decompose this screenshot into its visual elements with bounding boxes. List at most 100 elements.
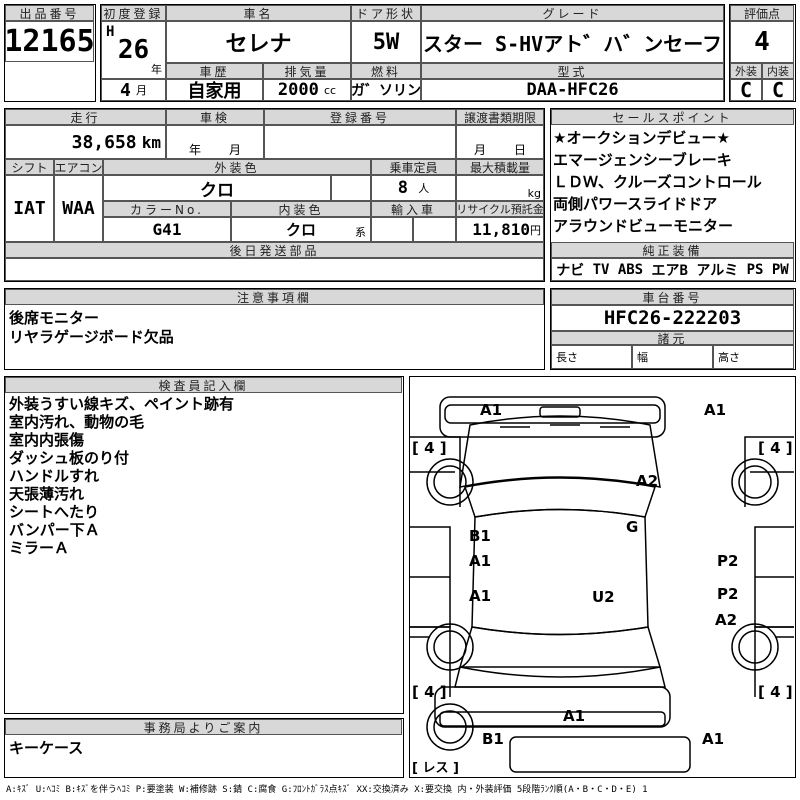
car-name-label: 車名 (166, 5, 351, 21)
legend-text: A:ｷｽﾞ U:ﾍｺﾐ B:ｷｽﾞを伴うﾍｺﾐ P:要塗装 W:補修跡 S:錆 … (6, 785, 648, 795)
chassis-label: 車台番号 (551, 289, 794, 305)
inspector-note: 室内汚れ、動物の毛 (9, 413, 145, 431)
sales-points-label: セールスポイント (551, 109, 794, 125)
int-color-value: クロ (285, 221, 316, 239)
capacity-value: 8 (397, 178, 409, 198)
tire-mark: [ 4 ] (412, 683, 447, 701)
import-cell-2 (413, 217, 456, 242)
import-label: 輸入車 (371, 201, 456, 217)
note-item: 後席モニター (9, 309, 100, 327)
damage-mark: P2 (717, 585, 739, 603)
displacement-value: 2000 (277, 80, 319, 100)
grade-value: Hスター S-HVアト゛ハ゛ンセーフP (421, 21, 724, 63)
sales-point: アラウンドビューモニター (553, 217, 734, 235)
damage-mark: B1 (469, 527, 491, 545)
month: 4 (120, 79, 131, 101)
office-box: 事務局よりご案内 キーケース (4, 718, 404, 778)
car-outline (410, 396, 794, 773)
sales-point: 両側パワースライドドア (553, 195, 718, 213)
lot-box: 出品番号 12165 (4, 4, 96, 102)
displacement-unit: cc (323, 83, 337, 97)
damage-mark: A1 (469, 587, 492, 605)
score-value: 4 (730, 21, 794, 63)
int-color-label: 内装色 (231, 201, 371, 217)
ext-color-extra (331, 175, 371, 201)
vehicle-box: 初度登録 H 26 年 4 月 車名 セレナ ドア形状 5W グレード Hスター… (100, 4, 725, 102)
reg-no-value (264, 125, 456, 159)
equipment-item: PW (771, 261, 789, 278)
recycle-unit: 円 (530, 223, 541, 237)
inspector-note: ハンドルすれ (9, 467, 100, 485)
notes-label: 注意事項欄 (5, 289, 544, 305)
spec-length: 長さ (551, 345, 632, 369)
inspector-note: シートへたり (9, 503, 100, 521)
transfer-month-unit: 月 (473, 143, 486, 157)
damage-mark: B1 (482, 730, 504, 748)
damage-mark: A1 (480, 401, 503, 419)
damage-mark: A1 (702, 730, 725, 748)
details-box: 走行 38,658 km 車検 年月 登録番号 譲渡書類期限 月日 シフト IA… (4, 108, 545, 282)
tire-mark: [ 4 ] (758, 683, 793, 701)
grade-label: グレード (421, 5, 724, 21)
door-label: ドア形状 (351, 5, 421, 21)
door-value: 5W (351, 21, 421, 63)
month-unit: 月 (135, 84, 147, 97)
ac-value: WAA (54, 175, 103, 242)
equipment-item: エアB (651, 262, 688, 279)
max-load-label: 最大積載量 (456, 159, 544, 175)
later-parts-label: 後日発送部品 (5, 242, 544, 258)
capacity: 8 人 (371, 175, 456, 201)
lot-number: 12165 (5, 21, 94, 62)
first-reg-year: H 26 年 (101, 21, 166, 79)
mileage-value: 38,658 (71, 131, 137, 153)
displacement: 2000 cc (263, 79, 351, 101)
sales-point: ★オークションデビュー★ (553, 129, 730, 147)
notes-box: 注意事項欄 後席モニター リヤラゲージボード欠品 (4, 288, 545, 370)
spare-tire-mark: [ レス ] (412, 761, 459, 776)
damage-mark: G (626, 518, 639, 536)
recycle-label: リサイクル預託金 (456, 201, 544, 217)
reg-no-label: 登録番号 (264, 109, 456, 125)
int-score-label: 内装 (762, 63, 794, 79)
damage-mark: A1 (563, 707, 586, 725)
transfer-day-unit: 日 (514, 143, 527, 157)
chassis-box: 車台番号 HFC26-222203 諸元 長さ 幅 高さ (550, 288, 796, 370)
model-label: 型式 (421, 63, 724, 79)
equipment-item: アルミ (696, 262, 739, 279)
equipment-item: PS (746, 261, 764, 278)
history-label: 車歴 (166, 63, 263, 79)
score-box: 評価点 4 外装 内装 C C (729, 4, 796, 102)
spec-height: 高さ (713, 345, 794, 369)
spec-width: 幅 (632, 345, 713, 369)
first-reg-month: 4 月 (101, 79, 166, 101)
specs-label: 諸元 (551, 331, 794, 345)
inspector-note: ダッシュ板のり付 (9, 449, 130, 467)
inspector-note: ミラーＡ (9, 539, 70, 557)
shift-label: シフト (5, 159, 54, 175)
tire-mark: [ 4 ] (412, 439, 447, 457)
damage-mark: A2 (636, 472, 659, 490)
equipment-item: ナビ (556, 262, 585, 279)
inspection-label: 車検 (166, 109, 264, 125)
inspection-month-unit: 月 (229, 143, 242, 157)
sales-box: セールスポイント ★オークションデビュー★ エマージェンシーブレーキ ＬＤＷ、ク… (550, 108, 796, 282)
score-label: 評価点 (730, 5, 794, 21)
inspector-list: 外装うすい線キズ、ペイント跡有 室内汚れ、動物の毛 室内内張傷 ダッシュ板のり付… (9, 395, 234, 557)
inspection-value: 年月 (166, 125, 264, 159)
ext-color-label: 外装色 (103, 159, 371, 175)
inspector-note: バンパー下Ａ (9, 521, 100, 539)
lot-label: 出品番号 (5, 5, 94, 21)
capacity-unit: 人 (418, 182, 430, 195)
color-no-value: G41 (103, 217, 231, 242)
capacity-label: 乗車定員 (371, 159, 456, 175)
damage-mark: P2 (717, 552, 739, 570)
inspector-note: 天張薄汚れ (9, 485, 85, 503)
sales-point: ＬＤＷ、クルーズコントロール (553, 173, 762, 191)
color-no-label: カラーNo. (103, 201, 231, 217)
recycle-value: 11,810 (472, 220, 530, 239)
inspector-box: 検査員記入欄 外装うすい線キズ、ペイント跡有 室内汚れ、動物の毛 室内内張傷 ダ… (4, 376, 404, 714)
mileage-label: 走行 (5, 109, 166, 125)
office-label: 事務局よりご案内 (5, 719, 402, 735)
later-parts-value (5, 258, 544, 281)
